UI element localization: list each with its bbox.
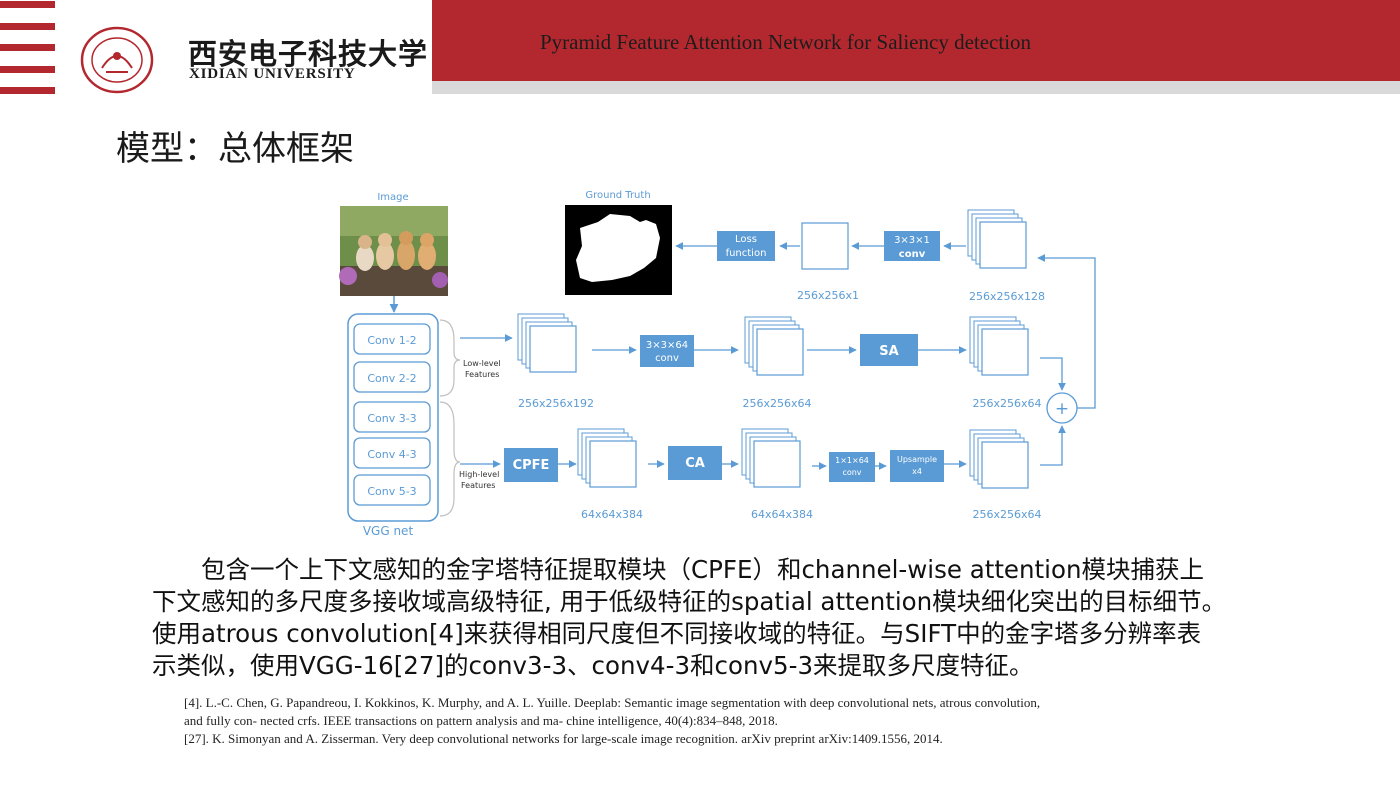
high-level-brace <box>439 401 461 517</box>
ground-truth-label: Ground Truth <box>585 190 650 201</box>
university-name-en: XIDIAN UNIVERSITY <box>189 66 356 82</box>
image-label: Image <box>377 192 408 203</box>
dim-label-64x64x384-a: 64x64x384 <box>581 508 643 521</box>
spatial-attention-block: SA <box>860 334 918 366</box>
svg-text:1×1×64: 1×1×64 <box>835 456 869 465</box>
svg-text:Conv 5-3: Conv 5-3 <box>367 485 416 498</box>
svg-text:Conv 2-2: Conv 2-2 <box>367 372 416 385</box>
slide-title: 模型：总体框架 <box>116 129 354 169</box>
reference-4-line-2: and fully con- nected crfs. IEEE transac… <box>184 713 778 728</box>
cpfe-block: CPFE <box>504 448 558 482</box>
svg-text:CA: CA <box>685 456 705 471</box>
svg-text:Conv 1-2: Conv 1-2 <box>367 334 416 347</box>
svg-text:3×3×1: 3×3×1 <box>894 235 930 246</box>
dim-label-256x256x128: 256x256x128 <box>969 290 1045 303</box>
conv-1x1x64-block: 1×1×64 conv <box>829 452 875 482</box>
reference-27: [27]. K. Simonyan and A. Zisserman. Very… <box>184 731 943 746</box>
svg-text:Upsample: Upsample <box>897 455 937 464</box>
svg-text:SA: SA <box>879 344 898 359</box>
conv-3x3x64-block: 3×3×64 conv <box>640 335 694 367</box>
body-paragraph: 包含一个上下文感知的金字塔特征提取模块（CPFE）和channel-wise a… <box>152 554 1312 682</box>
high-level-features-label-line2: Features <box>461 481 495 490</box>
feature-map-256x256x64-right <box>969 316 1029 376</box>
vgg-layer-conv4-3: Conv 4-3 <box>353 437 431 469</box>
body-line-1: 包含一个上下文感知的金字塔特征提取模块（CPFE）和channel-wise a… <box>152 555 1204 584</box>
plus-icon: + <box>1055 399 1069 419</box>
upsample-x4-block: Upsample x4 <box>890 450 944 482</box>
university-name-cn: 西安电子科技大学 <box>188 37 429 71</box>
banner-underline <box>432 81 1400 94</box>
svg-text:3×3×64: 3×3×64 <box>646 340 688 351</box>
feature-map-256x256x128 <box>967 209 1027 269</box>
vgg-layer-conv1-2: Conv 1-2 <box>353 323 431 355</box>
dim-label-256x256x64-mid: 256x256x64 <box>742 397 811 410</box>
header-stripe-2 <box>0 23 55 30</box>
svg-text:function: function <box>726 248 767 259</box>
presentation-title: Pyramid Feature Attention Network for Sa… <box>540 30 1032 54</box>
dim-label-256x256x64-right: 256x256x64 <box>972 397 1041 410</box>
dim-label-64x64x384-b: 64x64x384 <box>751 508 813 521</box>
reference-4-line-1: [4]. L.-C. Chen, G. Papandreou, I. Kokki… <box>184 695 1041 710</box>
ground-truth-mask <box>565 205 672 295</box>
architecture-diagram: Image Ground Truth Conv 1-2 Conv 2-2 Con… <box>339 190 1096 538</box>
conv-3x3x1-block: 3×3×1 conv <box>884 231 940 261</box>
svg-text:conv: conv <box>655 353 679 364</box>
low-level-features-label-line1: Low-level <box>463 359 501 368</box>
header-stripe-1 <box>0 1 55 8</box>
svg-text:conv: conv <box>899 249 926 260</box>
svg-text:Loss: Loss <box>735 234 757 245</box>
dim-label-256x256x1: 256x256x1 <box>797 289 859 302</box>
header-stripe-5 <box>0 87 55 94</box>
feature-map-256x256x64-bottom <box>969 429 1029 489</box>
feature-map-64x64x384-b <box>741 428 801 488</box>
title-banner <box>432 0 1400 81</box>
svg-text:conv: conv <box>842 468 861 477</box>
feature-map-64x64x384-a <box>577 428 637 488</box>
svg-text:x4: x4 <box>912 467 922 476</box>
vgg-layer-conv5-3: Conv 5-3 <box>353 474 431 506</box>
input-kitten-image <box>339 206 448 296</box>
dim-label-256x256x64-bottom: 256x256x64 <box>972 508 1041 521</box>
low-level-features-label-line2: Features <box>465 370 499 379</box>
vgg-layer-conv3-3: Conv 3-3 <box>353 401 431 433</box>
body-line-4: 示类似，使用VGG-16[27]的conv3-3、conv4-3和conv5-3… <box>152 651 1034 680</box>
feature-map-256x256x192 <box>517 313 577 373</box>
references: [4]. L.-C. Chen, G. Papandreou, I. Kokki… <box>184 694 1244 748</box>
svg-text:Conv 3-3: Conv 3-3 <box>367 412 416 425</box>
header-stripe-4 <box>0 66 55 73</box>
vgg-net-label: VGG net <box>363 524 414 538</box>
low-level-brace <box>439 319 461 397</box>
svg-text:CPFE: CPFE <box>513 458 550 473</box>
header-stripe-3 <box>0 44 55 51</box>
university-seal-logo <box>80 26 154 94</box>
body-line-3: 使用atrous convolution[4]来获得相同尺度但不同接收域的特征。… <box>152 619 1202 648</box>
body-line-2: 下文感知的多尺度多接收域高级特征, 用于低级特征的spatial attenti… <box>152 587 1227 616</box>
loss-function-block: Loss function <box>717 231 775 261</box>
feature-map-256x256x64-mid <box>744 316 804 376</box>
svg-text:Conv 4-3: Conv 4-3 <box>367 448 416 461</box>
saliency-map-256x256x1 <box>801 222 849 270</box>
dim-label-256x256x192: 256x256x192 <box>518 397 594 410</box>
channel-attention-block: CA <box>668 446 722 480</box>
high-level-features-label-line1: High-level <box>459 470 499 479</box>
vgg-layer-conv2-2: Conv 2-2 <box>353 361 431 393</box>
